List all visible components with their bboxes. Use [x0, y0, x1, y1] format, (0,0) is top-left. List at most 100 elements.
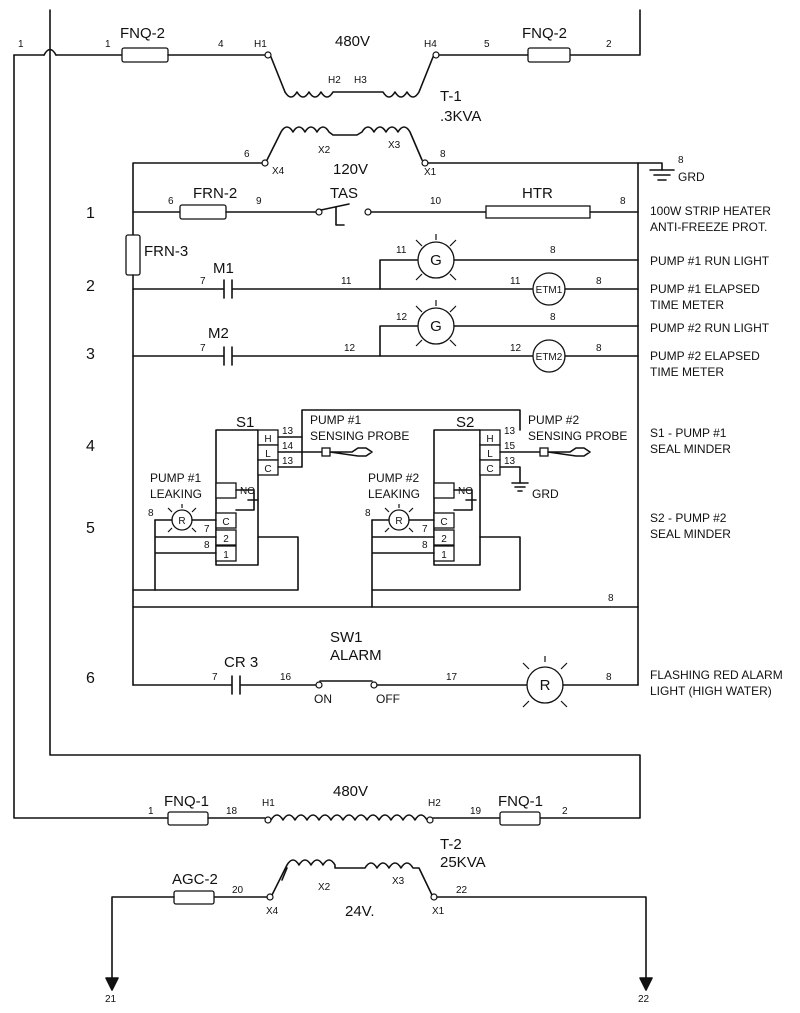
seal-return-wire-8: 8 [608, 593, 614, 604]
wire-7-r6: 7 [212, 672, 218, 683]
s1-label: S1 [236, 414, 254, 431]
s1-c: C [264, 464, 271, 475]
s1-t1: 1 [223, 550, 229, 561]
wire-8-meter1: 8 [596, 276, 602, 287]
rung1-desc-2: ANTI-FREEZE PROT. [650, 220, 767, 234]
s2-wire-13a: 13 [504, 426, 516, 437]
switch-on: ON [314, 692, 332, 706]
wire-11-meter: 11 [510, 276, 521, 287]
t2-terminal-x3: X3 [392, 876, 405, 887]
wire-16: 16 [280, 672, 292, 683]
ground-label: GRD [678, 170, 705, 184]
t2-rating: 25KVA [440, 854, 486, 871]
s2-c: C [486, 464, 493, 475]
frn3-fuse [125, 234, 141, 276]
wire-10: 10 [430, 196, 442, 207]
wire-12-meter: 12 [510, 343, 522, 354]
heater-element [485, 205, 591, 219]
s2-t1: 1 [441, 550, 447, 561]
agc2-label: AGC-2 [172, 871, 218, 888]
fnq1-right-label: FNQ-1 [498, 793, 543, 810]
rung-number-4: 4 [86, 438, 95, 455]
wire-7-r3: 7 [200, 343, 206, 354]
rung3-desc-meter-1: PUMP #2 ELAPSED [650, 349, 760, 363]
transformer-t1: T-1 .3KVA 6 X4 X2 X3 120V 8 X1 8 GRD [132, 88, 705, 686]
terminal-h2: H2 [328, 75, 341, 86]
alarm-lamp-r: R [540, 677, 551, 694]
s1-t2: 2 [223, 534, 229, 545]
output-22: 22 [638, 994, 650, 1005]
rung-number-6: 6 [86, 670, 95, 687]
s2-wire-15: 15 [504, 441, 516, 452]
probe2-line1: PUMP #2 [528, 413, 579, 427]
frn2-label: FRN-2 [193, 185, 237, 202]
probe1-line1: PUMP #1 [310, 413, 361, 427]
frn2-fuse [179, 204, 227, 220]
rung-number-5: 5 [86, 520, 95, 537]
wire-17: 17 [446, 672, 458, 683]
terminal-h4: H4 [424, 39, 437, 50]
wire-4: 4 [218, 39, 224, 50]
s1-wire-14: 14 [282, 441, 294, 452]
wire-12: 12 [344, 343, 356, 354]
s1-wire-13a: 13 [282, 426, 294, 437]
leak2-wire-7: 7 [422, 524, 428, 535]
htr-label: HTR [522, 185, 553, 202]
alarm-label: ALARM [330, 647, 382, 664]
wire-9: 9 [256, 196, 262, 207]
s1-no: NO [240, 486, 255, 497]
terminal-x1: X1 [424, 167, 437, 178]
leak2-line2: LEAKING [368, 487, 420, 501]
s1-h: H [264, 434, 271, 445]
t2-terminal-x4: X4 [266, 906, 279, 917]
t2-voltage: 24V. [345, 903, 374, 920]
fnq1-left-fuse [167, 811, 209, 826]
terminal-x2: X2 [318, 145, 331, 156]
tas-label: TAS [330, 185, 358, 202]
rung1-desc-1: 100W STRIP HEATER [650, 204, 771, 218]
rung5-desc-1: S2 - PUMP #2 [650, 511, 727, 525]
switch-off: OFF [376, 692, 400, 706]
wire-19: 19 [470, 806, 482, 817]
etm1-text: ETM1 [536, 285, 563, 296]
m1-label: M1 [213, 260, 234, 277]
leak1-line1: PUMP #1 [150, 471, 201, 485]
rung-number-3: 3 [86, 346, 95, 363]
t1-rating: .3KVA [440, 108, 481, 125]
wire-7-r2: 7 [200, 276, 206, 287]
rung4-desc-1: S1 - PUMP #1 [650, 426, 727, 440]
rung-1-heater: 6 FRN-2 9 TAS 10 HTR 8 100W STRIP HEATER… [132, 185, 771, 234]
leak1-lamp-r: R [178, 516, 185, 527]
s1-wire-13b: 13 [282, 456, 294, 467]
leak1-line2: LEAKING [150, 487, 202, 501]
s2-no-terminal [433, 482, 455, 499]
fnq1-left-label: FNQ-1 [164, 793, 209, 810]
leak2-wire-8b: 8 [422, 540, 428, 551]
rung4-desc-2: SEAL MINDER [650, 442, 731, 456]
rung5-desc-2: SEAL MINDER [650, 527, 731, 541]
sw1-label: SW1 [330, 629, 363, 646]
leak1-wire-8a: 8 [148, 508, 154, 519]
s2-t2: 2 [441, 534, 447, 545]
rung3-desc-meter-2: TIME METER [650, 365, 724, 379]
rung2-desc-light: PUMP #1 RUN LIGHT [650, 254, 770, 268]
fnq2-left-label: FNQ-2 [120, 25, 165, 42]
terminal-h3: H3 [354, 75, 367, 86]
leak2-wire-8a: 8 [365, 508, 371, 519]
rung6-desc-1: FLASHING RED ALARM [650, 668, 783, 682]
s2-h: H [486, 434, 493, 445]
frn3-label: FRN-3 [144, 243, 188, 260]
output-21: 21 [105, 994, 117, 1005]
wire-22: 22 [456, 885, 468, 896]
wire-1-left: 1 [18, 39, 24, 50]
top-480v-feed: 1 1 FNQ-2 4 H1 480V H4 5 FNQ-2 2 H2 H3 [13, 9, 641, 819]
bot-terminal-h2: H2 [428, 798, 441, 809]
terminal-x3: X3 [388, 140, 401, 151]
t2-terminal-x2: X2 [318, 882, 331, 893]
rung-3-pump2: M2 7 12 12 8 12 8 G ETM2 PUMP #2 RUN LIG… [132, 300, 770, 379]
agc2-fuse [173, 890, 215, 905]
wire-11-light: 11 [396, 245, 407, 256]
rung-6-alarm: CR 3 7 16 SW1 ALARM ON OFF 17 8 R FLASHI… [132, 629, 783, 708]
s2-label: S2 [456, 414, 474, 431]
rung-2-pump1: M1 7 11 11 8 11 8 G ETM1 PUMP #1 RUN LIG… [132, 234, 770, 312]
